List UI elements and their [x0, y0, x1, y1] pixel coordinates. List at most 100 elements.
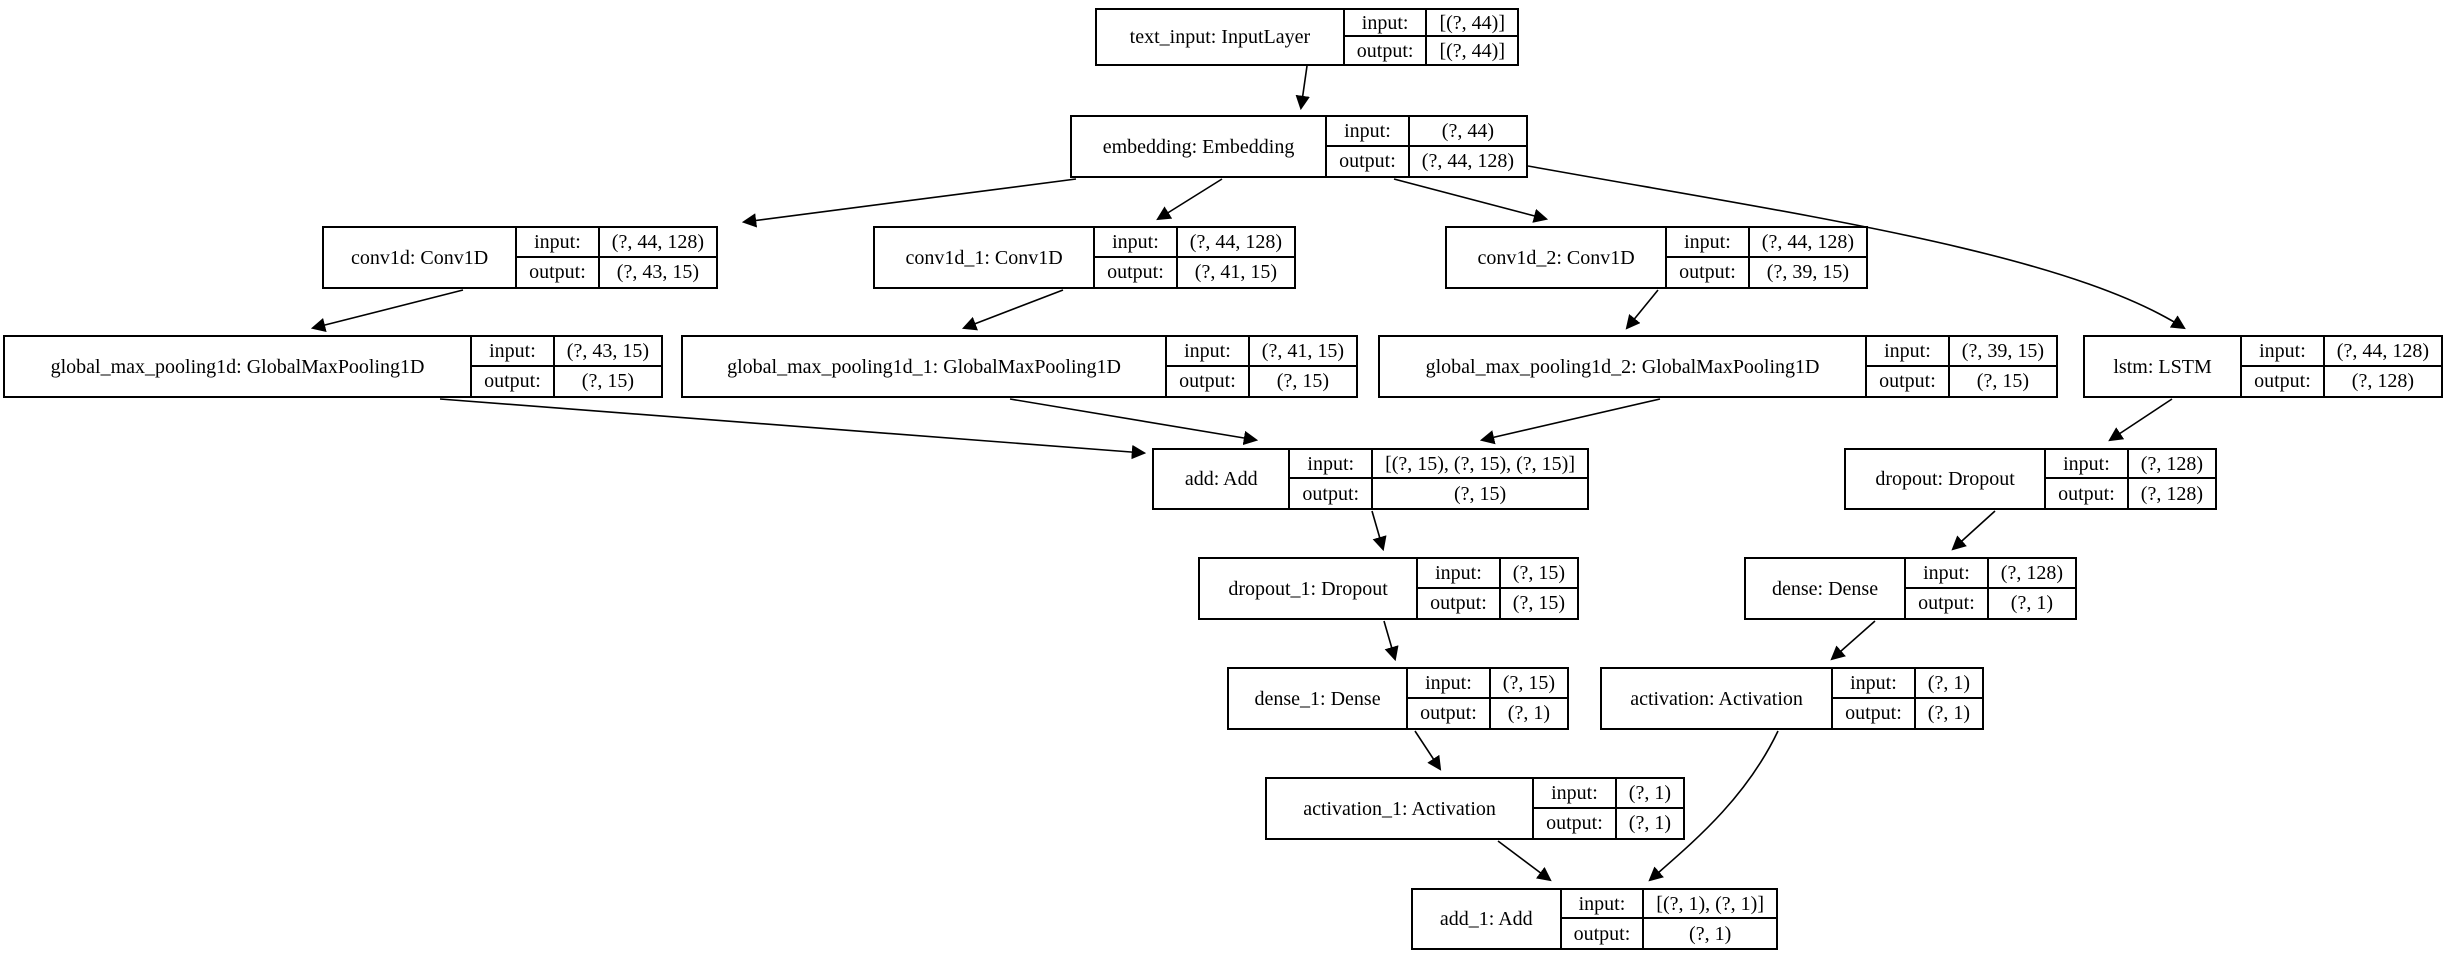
layer-title: global_max_pooling1d_1: GlobalMaxPooling…	[727, 355, 1121, 378]
layer-title: text_input: InputLayer	[1129, 26, 1311, 48]
output-label: output:	[2254, 370, 2311, 393]
input-shape: (?, 43, 15)	[552, 337, 661, 367]
edge-conv1d_2-global_max_pooling1d_2	[1625, 289, 1659, 330]
input-shape: (?, 1)	[1913, 669, 1982, 699]
layer-title: add: Add	[1184, 468, 1258, 490]
output-shape: (?, 15)	[1247, 366, 1356, 396]
output-label: output:	[1107, 261, 1164, 284]
edge-text_input-embedding	[1295, 65, 1310, 111]
layer-title: conv1d_1: Conv1D	[905, 246, 1063, 269]
input-label: input:	[1167, 337, 1248, 367]
layer-title: add_1: Add	[1439, 908, 1533, 930]
output-label: output:	[1679, 261, 1736, 284]
edge-global_max_pooling1d_2-add	[1479, 398, 1661, 445]
input-shape: (?, 44, 128)	[1175, 228, 1294, 258]
output-shape: (?, 15)	[1947, 366, 2056, 396]
output-shape: (?, 43, 15)	[597, 257, 716, 287]
layer-title: activation_1: Activation	[1303, 797, 1496, 820]
output-label: output:	[2058, 482, 2115, 505]
input-label: input:	[1327, 117, 1408, 147]
input-label: input:	[1095, 228, 1176, 258]
input-shape: (?, 1)	[1614, 779, 1683, 809]
input-label: input:	[1667, 228, 1748, 258]
layer-title: lstm: LSTM	[2113, 355, 2212, 378]
input-shape: (?, 44, 128)	[597, 228, 716, 258]
output-shape: (?, 15)	[1498, 588, 1577, 618]
edge-embedding-conv1d	[741, 178, 1077, 228]
edge-conv1d-global_max_pooling1d	[310, 289, 464, 332]
output-shape: (?, 1)	[1488, 698, 1567, 728]
output-label: output:	[1845, 702, 1902, 725]
input-label: input:	[1534, 779, 1615, 809]
input-label: input:	[1867, 337, 1948, 367]
edge-add-dropout_1	[1371, 510, 1387, 552]
layer-node-embedding: embedding: Embedding input: (?, 44) outp…	[1070, 115, 1528, 178]
edge-dropout_1-dense_1	[1383, 620, 1399, 662]
layer-title: global_max_pooling1d_2: GlobalMaxPooling…	[1425, 355, 1820, 378]
output-label: output:	[484, 370, 541, 393]
input-label: input:	[1561, 890, 1643, 919]
edge-conv1d_1-global_max_pooling1d_1	[961, 289, 1064, 331]
output-shape: (?, 39, 15)	[1747, 257, 1866, 287]
edge-lstm-dropout	[2108, 398, 2173, 442]
output-label: output:	[1918, 592, 1975, 615]
input-shape: (?, 15)	[1498, 559, 1577, 589]
input-label: input:	[2046, 450, 2127, 479]
input-shape: [(?, 1), (?, 1)]	[1642, 890, 1776, 919]
input-shape: (?, 44, 128)	[2322, 337, 2441, 367]
input-shape: (?, 128)	[1986, 559, 2075, 589]
output-shape: (?, 128)	[2126, 479, 2215, 508]
output-label: output:	[1302, 482, 1360, 505]
input-label: input:	[2242, 337, 2323, 367]
output-label: output:	[1573, 922, 1631, 945]
input-label: input:	[1418, 559, 1499, 589]
layer-node-dropout: dropout: Dropout input: (?, 128) output:…	[1844, 448, 2217, 510]
output-label: output:	[1179, 370, 1236, 393]
edge-activation-add_1	[1648, 730, 1779, 882]
layer-node-add_1: add_1: Add input: [(?, 1), (?, 1)] outpu…	[1411, 888, 1778, 950]
input-shape: [(?, 15), (?, 15), (?, 15)]	[1371, 450, 1587, 479]
layer-title: embedding: Embedding	[1102, 135, 1295, 158]
output-shape: (?, 15)	[1371, 479, 1587, 508]
output-shape: (?, 1)	[1614, 808, 1683, 838]
edge-dropout-dense	[1951, 510, 1996, 551]
layer-node-dropout_1: dropout_1: Dropout input: (?, 15) output…	[1198, 557, 1579, 620]
layer-node-conv1d: conv1d: Conv1D input: (?, 44, 128) outpu…	[322, 226, 718, 289]
layer-node-global_max_pooling1d: global_max_pooling1d: GlobalMaxPooling1D…	[3, 335, 663, 398]
input-shape: (?, 39, 15)	[1947, 337, 2056, 367]
input-shape: (?, 41, 15)	[1247, 337, 1356, 367]
output-label: output:	[1420, 702, 1477, 725]
layer-title: activation: Activation	[1630, 687, 1803, 710]
output-shape: (?, 1)	[1986, 588, 2075, 618]
output-label: output:	[1356, 39, 1414, 62]
output-label: output:	[1546, 812, 1603, 835]
layer-title: dense: Dense	[1772, 577, 1879, 600]
edge-activation_1-add_1	[1497, 840, 1552, 882]
layer-node-global_max_pooling1d_2: global_max_pooling1d_2: GlobalMaxPooling…	[1378, 335, 2058, 398]
edge-embedding-conv1d_2	[1393, 178, 1549, 223]
layer-title: conv1d: Conv1D	[350, 246, 489, 269]
layer-title: conv1d_2: Conv1D	[1477, 246, 1635, 269]
input-label: input:	[1408, 669, 1489, 699]
edge-global_max_pooling1d-add	[439, 398, 1147, 460]
edge-embedding-conv1d_1	[1156, 178, 1223, 221]
layer-node-activation_1: activation_1: Activation input: (?, 1) o…	[1265, 777, 1685, 840]
input-shape: (?, 128)	[2126, 450, 2215, 479]
output-label: output:	[1339, 150, 1396, 173]
input-shape: [(?, 44)]	[1425, 10, 1517, 37]
input-shape: (?, 15)	[1488, 669, 1567, 699]
output-shape: (?, 44, 128)	[1407, 146, 1526, 176]
input-label: input:	[517, 228, 598, 258]
output-shape: (?, 128)	[2322, 366, 2441, 396]
input-label: input:	[472, 337, 553, 367]
output-shape: (?, 15)	[552, 366, 661, 396]
input-label: input:	[1290, 450, 1372, 479]
output-label: output:	[1879, 370, 1936, 393]
edge-global_max_pooling1d_1-add	[1009, 398, 1259, 446]
input-label: input:	[1906, 559, 1987, 589]
layer-node-global_max_pooling1d_1: global_max_pooling1d_1: GlobalMaxPooling…	[681, 335, 1358, 398]
layer-node-dense_1: dense_1: Dense input: (?, 15) output: (?…	[1227, 667, 1569, 730]
input-shape: (?, 44, 128)	[1747, 228, 1866, 258]
